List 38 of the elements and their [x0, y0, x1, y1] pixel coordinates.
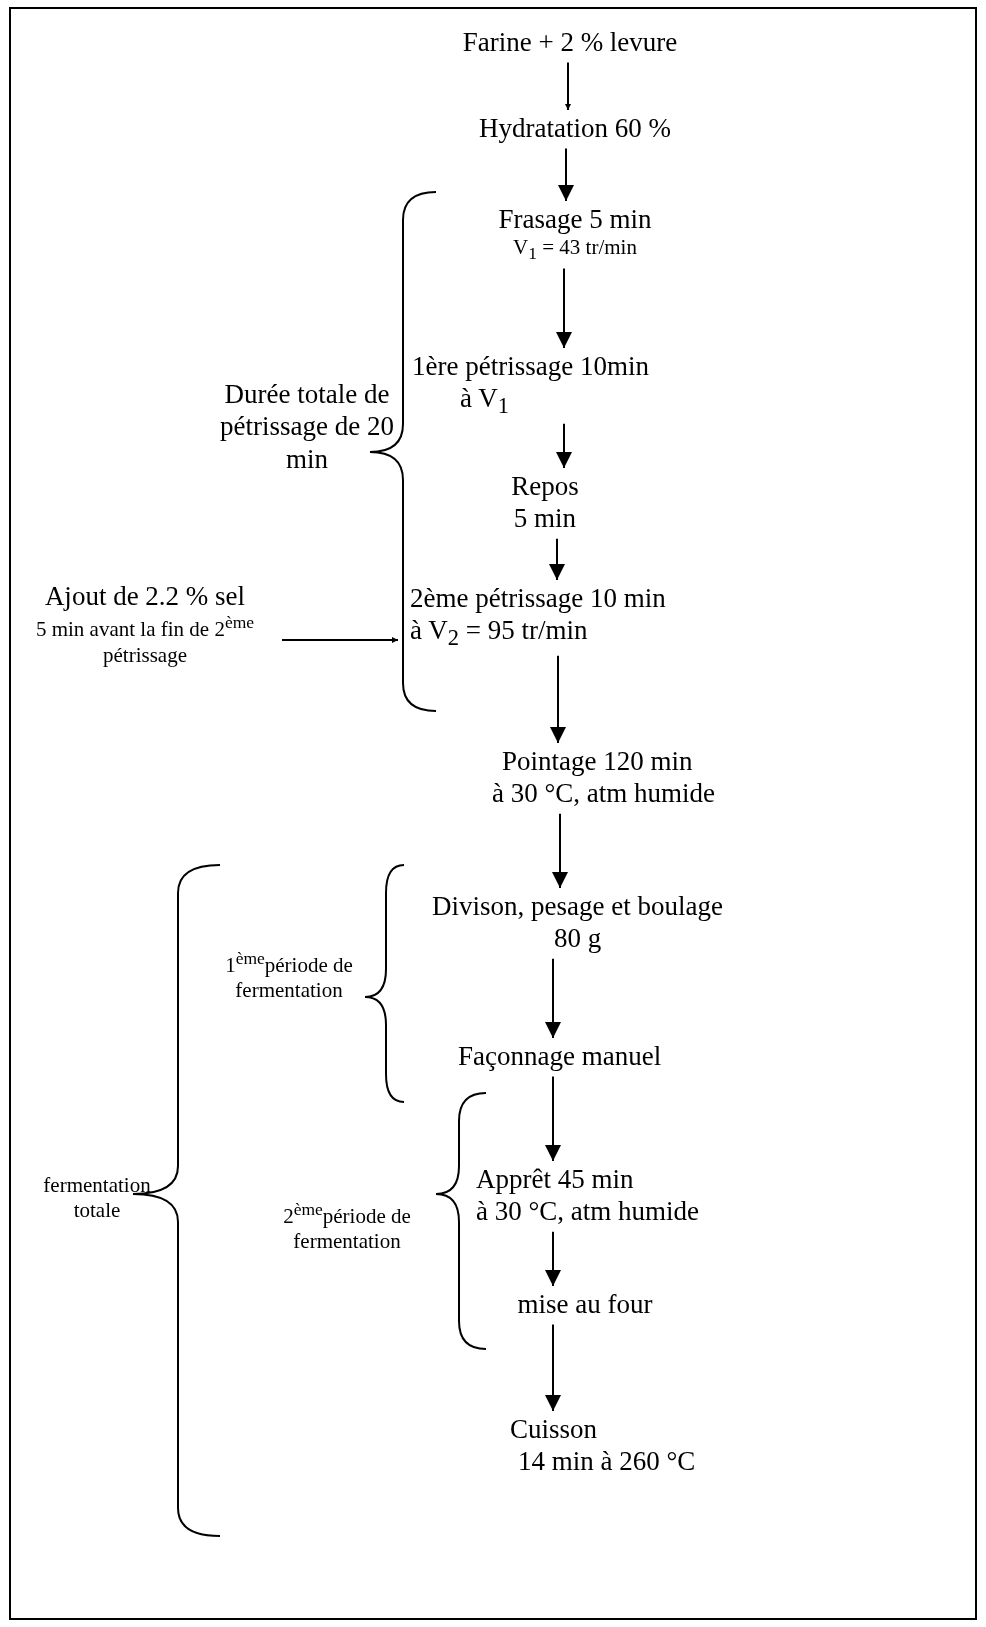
step-text: Farine + 2 % levure [462, 27, 678, 57]
arrow [556, 422, 572, 469]
step-detail: 5 min avant la fin de 2$^{ème}$ pétrissage [35, 617, 255, 667]
step-text: Ajout de 2.2 % sel [44, 581, 246, 611]
step-detail: 5 min [513, 503, 577, 534]
step-text: Façonnage manuel [458, 1041, 662, 1071]
step-detail: à V$_{1}$ [460, 383, 509, 414]
brace-label: 1$^{ème}$période de fermentation [224, 948, 354, 1004]
step-detail: à V$_{2}$ = 95 tr/min [410, 615, 588, 646]
step-text: Hydratation 60 % [479, 113, 671, 143]
brace-label: 2$^{ème}$période de fermentation [282, 1199, 412, 1255]
arrow [545, 1323, 561, 1412]
arrow [558, 147, 574, 202]
step-text: Apprêt 45 min [476, 1164, 634, 1194]
step-text: Divison, pesage et boulage [432, 891, 723, 921]
step-detail: 80 g [553, 923, 602, 954]
step-detail: 14 min à 260 °C [518, 1446, 696, 1477]
arrow [565, 61, 571, 111]
step-text: Frasage 5 min [498, 204, 652, 234]
step-detail: à 30 °C, atm humide [476, 1196, 699, 1227]
brace-label: fermentation totale [42, 1173, 152, 1224]
step-text: 1ère pétrissage 10min [412, 351, 649, 381]
step-text: mise au four [517, 1289, 653, 1319]
arrow [550, 654, 566, 744]
arrow [549, 537, 565, 581]
step-text: 2ème pétrissage 10 min [410, 583, 666, 613]
arrow [545, 1230, 561, 1287]
step-text: Pointage 120 min [502, 746, 693, 776]
arrow [552, 812, 568, 889]
arrow [556, 267, 572, 349]
step-text: Repos [511, 471, 579, 501]
step-detail: à 30 °C, atm humide [492, 778, 715, 809]
arrow [281, 637, 399, 643]
brace-label: Durée totale de pétrissage de 20 min [219, 378, 395, 476]
step-detail: V$_{1}$ = 43 tr/min [513, 235, 637, 260]
arrow [545, 1075, 561, 1162]
step-text: Cuisson [510, 1414, 598, 1444]
arrow [545, 957, 561, 1039]
